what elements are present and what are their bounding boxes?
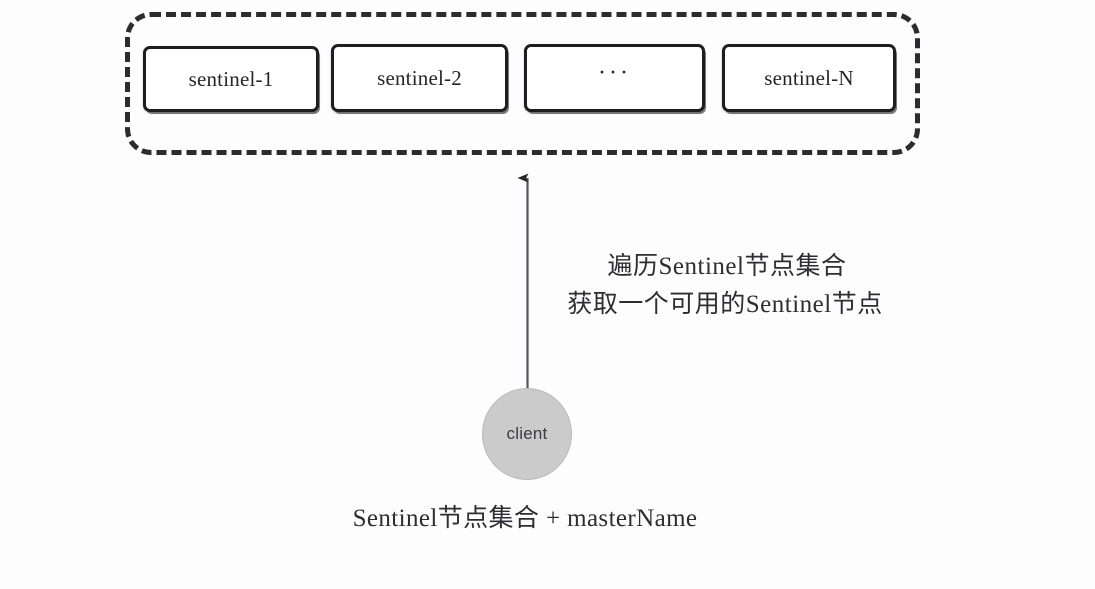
sentinel-node-label-1: sentinel-1: [188, 66, 274, 91]
arrow-annotation-line-1: 遍历Sentinel节点集合: [607, 253, 847, 280]
client-input-caption: Sentinel节点集合 + masterName: [352, 505, 698, 532]
sentinel-node-label-2: sentinel-2: [377, 65, 462, 90]
sentinel-node-box-n[interactable]: sentinel-N: [722, 44, 896, 112]
sentinel-node-box-ellipsis[interactable]: ···: [524, 44, 705, 112]
sentinel-node-box-2[interactable]: sentinel-2: [331, 44, 508, 112]
client-node[interactable]: client: [482, 388, 572, 480]
client-to-sentinel-group-arrow: [517, 173, 529, 392]
sentinel-node-label-n: sentinel-N: [764, 65, 854, 90]
sentinel-group-container: [125, 12, 920, 155]
arrow-annotation: 遍历Sentinel节点集合 获取一个可用的Sentinel节点: [520, 248, 930, 324]
sentinel-node-box-1[interactable]: sentinel-1: [143, 46, 319, 112]
arrow-annotation-line-2: 获取一个可用的Sentinel节点: [567, 291, 883, 318]
client-node-label: client: [506, 424, 548, 443]
ellipsis-label: ···: [598, 59, 631, 86]
